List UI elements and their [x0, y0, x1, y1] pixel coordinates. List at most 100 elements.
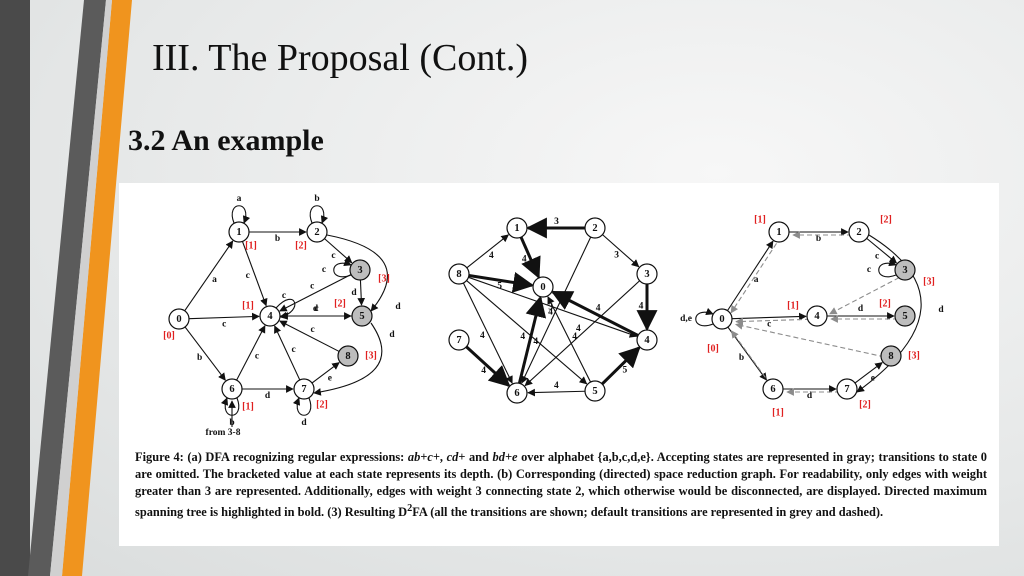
srg-b-edge-5-4-label: 5 — [622, 365, 627, 375]
d2fa-c-state-5-id: 5 — [902, 311, 907, 322]
caption-expr3: bd+e — [492, 450, 518, 464]
d2fa-c-default-4-0 — [735, 317, 811, 326]
dfa-a-loop-7-label: d — [301, 418, 307, 428]
srg-b-edge-7-6 — [465, 345, 511, 387]
dfa-a-state-6 — [221, 378, 243, 400]
dfa-a-state-7 — [293, 378, 315, 400]
srg-b-edge-3-6 — [524, 280, 640, 387]
dfa-a-edge-3-4-label: c — [310, 282, 314, 292]
dfa-a-state-0-id: 0 — [176, 314, 181, 325]
caption-superscript: 2 — [407, 503, 413, 514]
caption-and: and — [468, 450, 489, 464]
dfa-graph-a: acbbccdcdccdcecddabccbd0[0]1[1]2[2]3[3]4… — [163, 194, 401, 438]
caption-part-a-prefix: (a) DFA recognizing regular expressions: — [187, 450, 405, 464]
dfa-a-edge-0-6-label: b — [197, 353, 202, 363]
dfa-a-edge-8-4 — [279, 320, 340, 352]
d2fa-c-state-7 — [836, 378, 858, 400]
srg-b-edge-5-0 — [547, 296, 592, 383]
srg-b-node-3 — [636, 263, 658, 285]
dfa-a-edge-7-8 — [311, 362, 340, 384]
d2fa-c-edge-0-6-label: b — [739, 353, 744, 363]
dfa-a-edge-6-7-label: d — [265, 391, 271, 401]
dfa-a-depth-7: [2] — [316, 399, 328, 410]
srg-b-edge-8-6-label: 4 — [480, 331, 485, 341]
dfa-a-state-1-id: 1 — [236, 227, 241, 238]
figure-panel: acbbccdcdccdcecddabccbd0[0]1[1]2[2]3[3]4… — [119, 183, 999, 546]
srg-b-node-6 — [506, 382, 528, 404]
srg-b-node-7 — [448, 329, 470, 351]
d2fa-c-edge-7-8-label: e — [871, 374, 875, 384]
dfa-a-state-3 — [349, 259, 371, 281]
dfa-a-loop-3 — [333, 258, 352, 278]
d2fa-c-depth-6: [1] — [772, 407, 784, 418]
srg-b-node-2 — [584, 217, 606, 239]
srg-b-node-7-id: 7 — [456, 335, 461, 346]
figure-caption: Figure 4: (a) DFA recognizing regular ex… — [135, 450, 987, 520]
d2fa-c-state-6-id: 6 — [770, 384, 775, 395]
slide-title: III. The Proposal (Cont.) — [152, 37, 529, 79]
d2fa-c-edge-0-6 — [727, 326, 767, 381]
srg-b-node-6-id: 6 — [514, 388, 519, 399]
dfa-a-depth-2: [2] — [295, 240, 307, 251]
srg-b-node-1 — [506, 217, 528, 239]
d2fa-c-default-1-0 — [730, 243, 777, 314]
srg-b-edge-2-3-label: 3 — [614, 250, 619, 260]
srg-b-edge-2-3 — [602, 234, 640, 268]
dfa-a-edge-0-1-label: a — [212, 275, 217, 285]
dfa-a-edge-5-7 — [313, 322, 383, 396]
d2fa-c-state-5 — [894, 305, 916, 327]
dfa-a-edge-1-2-label: b — [275, 234, 280, 244]
dfa-a-edge-8-4-label: c — [311, 325, 315, 335]
srg-b-node-8-id: 8 — [456, 269, 461, 280]
decoration-gray-stripe — [28, 0, 106, 576]
dfa-a-edge-0-4-label: c — [222, 320, 226, 330]
srg-b-edge-5-0-label: 4 — [572, 332, 577, 342]
srg-b-edge-5-6 — [527, 388, 586, 397]
dfa-a-edge-1-4 — [241, 241, 268, 307]
dfa-a-state-1 — [228, 221, 250, 243]
d2fa-c-state-8 — [880, 345, 902, 367]
dfa-a-loop-4-label: c — [282, 291, 286, 301]
dfa-a-edge-1-4-label: c — [246, 271, 250, 281]
srg-b-node-4 — [636, 329, 658, 351]
dfa-a-edge-5-7-label: d — [389, 330, 395, 340]
dfa-a-depth-6: [1] — [242, 401, 254, 412]
dfa-a-state-4 — [259, 305, 281, 327]
dfa-a-edge-3-5-label: d — [351, 288, 357, 298]
srg-b-edge-1-0-label: 4 — [522, 255, 527, 265]
dfa-a-depth-8: [3] — [365, 350, 377, 361]
dfa-a-edge-2-3 — [324, 238, 353, 264]
d2fa-c-loop-3 — [878, 258, 897, 278]
d2fa-c-default-6-0 — [731, 330, 771, 385]
d2fa-c-state-4-id: 4 — [814, 311, 820, 322]
dfa-a-edge-7-8-label: e — [328, 374, 332, 384]
dfa-a-state-3-id: 3 — [357, 265, 362, 276]
d2fa-c-depth-8: [3] — [908, 350, 920, 361]
dfa-a-depth-3: [3] — [378, 273, 390, 284]
srg-b-edge-4-0 — [550, 290, 639, 337]
dfa-a-depth-4: [1] — [242, 300, 254, 311]
d2fa-c-edge-1-2-label: b — [816, 234, 821, 244]
dfa-a-loop-7 — [292, 397, 312, 416]
d2fa-c-state-4 — [806, 305, 828, 327]
srg-b-node-0 — [532, 276, 554, 298]
dfa-a-depth-5: [2] — [334, 298, 346, 309]
d2fa-c-depth-2: [2] — [880, 214, 892, 225]
dfa-a-loop-2-label: b — [314, 194, 319, 204]
d2fa-c-edge-4-5-label: d — [858, 304, 864, 314]
d2fa-c-state-1-id: 1 — [776, 227, 781, 238]
dfa-a-state-2-id: 2 — [314, 227, 319, 238]
srg-b-edge-4-0-label: 4 — [596, 304, 601, 314]
srg-b-node-3-id: 3 — [644, 269, 649, 280]
dfa-a-loop-3-label: c — [322, 265, 326, 275]
dfa-a-loop-1 — [231, 205, 251, 224]
dfa-a-state-8 — [337, 345, 359, 367]
d2fa-c-state-3 — [894, 259, 916, 281]
dfa-a-edge-4-5-label: d — [313, 304, 319, 314]
srg-b-edge-3-4-label: 4 — [639, 302, 644, 312]
srg-b-node-4-id: 4 — [644, 335, 650, 346]
d2fa-c-depth-0: [0] — [707, 343, 719, 354]
srg-b-node-2-id: 2 — [592, 223, 597, 234]
caption-part-c-suffix: FA (all the transitions are shown; defau… — [412, 505, 884, 520]
srg-b-edge-5-4 — [601, 346, 641, 386]
